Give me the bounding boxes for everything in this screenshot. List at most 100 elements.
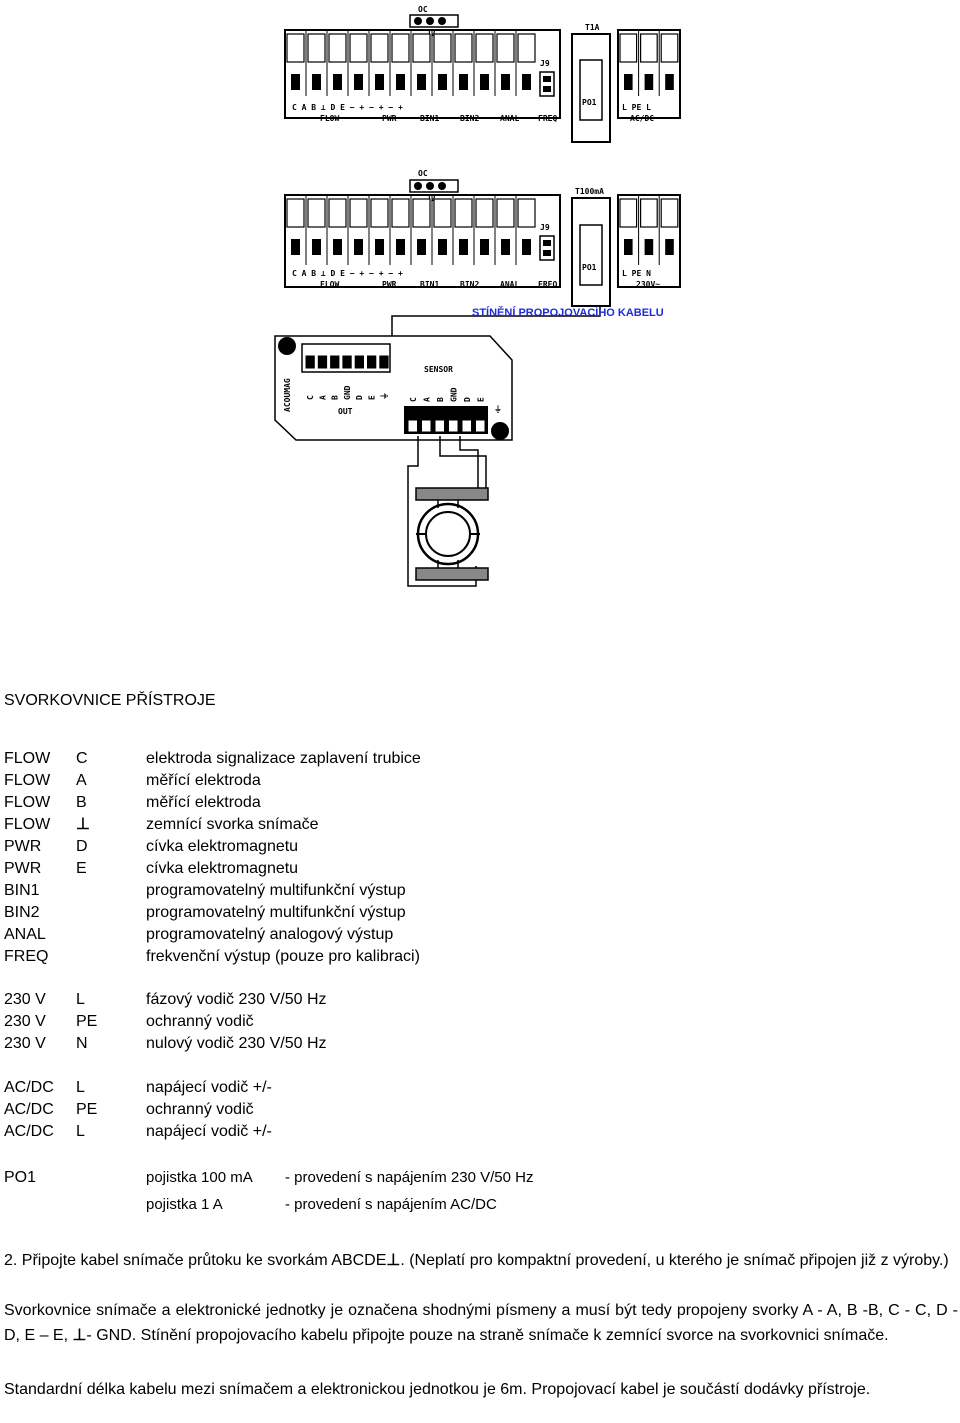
terminal-description: frekvenční výstup (pouze pro kalibraci): [146, 948, 420, 965]
page-title: SVORKOVNICE PŘÍSTROJE: [4, 692, 216, 709]
paragraph-cable: Standardní délka kabelu mezi snímačem a …: [4, 1381, 871, 1398]
terminal-screw: [328, 33, 347, 63]
terminal-screw: [496, 33, 515, 63]
terminal-group: 230 V: [4, 991, 46, 1008]
paragraph-connect: 2. Připojte kabel snímače průtoku ke svo…: [4, 1248, 958, 1273]
terminal-slot: [417, 74, 426, 90]
terminal-screw: [660, 198, 679, 228]
wiring-diagram: OC J2 C A B ⊥ D E − + − + − + FLOW PWR B…: [274, 5, 681, 587]
board1-group-freq: FREQ: [538, 114, 557, 123]
jumper-oc-label-2: OC: [418, 169, 428, 178]
board1-power-group: AC/DC: [630, 114, 654, 123]
terminal-slot: [644, 74, 654, 90]
terminal-id: L: [76, 1123, 85, 1140]
terminal-screw: [328, 198, 347, 228]
terminal-slot: [375, 74, 384, 90]
terminal-slot: [396, 74, 405, 90]
terminal-slot: [396, 239, 405, 255]
terminal-slot: [644, 239, 654, 255]
sensor-terminal-letter: D: [463, 397, 472, 402]
terminal-description: fázový vodič 230 V/50 Hz: [146, 991, 327, 1008]
terminal-screw: [433, 198, 452, 228]
sensor-terminal: [379, 355, 389, 369]
terminal-group: FLOW: [4, 816, 51, 833]
fuse-1a: pojistka 1 A: [146, 1196, 223, 1213]
terminal-screw: [307, 198, 326, 228]
terminal-group: AC/DC: [4, 1079, 54, 1096]
p2-text-b: - GND. Stínění propojovacího kabelu přip…: [86, 1327, 889, 1344]
terminal-board-1: OC J2 C A B ⊥ D E − + − + − + FLOW PWR B…: [284, 5, 681, 143]
terminal-slot: [438, 239, 447, 255]
terminal-id: E: [76, 860, 87, 877]
jumper-j2-label: J2: [426, 29, 436, 38]
board1-group-bin2: BIN2: [460, 114, 479, 123]
terminal-slot: [501, 239, 510, 255]
sensor-terminal-letter: E: [477, 397, 486, 402]
terminal-slot: [354, 74, 363, 90]
terminal-screw: [454, 198, 473, 228]
terminal-id: PE: [76, 1101, 98, 1118]
terminal-group: 230 V: [4, 1013, 46, 1030]
terminal-screw: [433, 33, 452, 63]
terminal-screw: [639, 198, 658, 228]
terminal-group: PWR: [4, 838, 42, 855]
terminal-slot: [333, 239, 342, 255]
terminal-description: měřící elektroda: [146, 794, 261, 811]
terminal-group: FLOW: [4, 794, 51, 811]
jumper-j2-label-2: J2: [426, 194, 436, 203]
sensor-terminal-letter: A: [318, 395, 327, 400]
terminal-group: FREQ: [4, 948, 49, 965]
terminal-description: napájecí vodič +/-: [146, 1079, 272, 1096]
shield-wire: [391, 306, 601, 336]
sensor-label: SENSOR: [424, 365, 453, 374]
terminal-screw: [412, 198, 431, 228]
sensor-terminal: [367, 355, 377, 369]
sensor-ground: ⏚: [494, 405, 502, 414]
terminal-board-2: OC J2 C A B ⊥ D E − + − + − + FLOW PWR B…: [284, 169, 681, 307]
sensor-coil: [407, 436, 489, 587]
board1-po1-label: PO1: [582, 98, 597, 107]
p1-text-b: . (Neplatí pro kompaktní provedení, u kt…: [400, 1252, 949, 1269]
terminal-slot: [624, 239, 633, 255]
sensor-terminal: [475, 419, 486, 433]
sensor-terminal-letter: GND: [450, 387, 459, 402]
terminal-slot: [501, 74, 510, 90]
sensor-terminal-letter: GND: [343, 385, 352, 400]
terminal-id: A: [76, 772, 87, 789]
fuse-100ma-note: - provedení s napájením 230 V/50 Hz: [285, 1169, 534, 1186]
sensor-terminal: [305, 355, 315, 369]
terminal-screw: [286, 33, 305, 63]
terminal-id: D: [76, 838, 88, 855]
board1-power-letters: L PE L: [622, 103, 651, 112]
board2-j9-label: J9: [540, 223, 550, 232]
sensor-brand: ACOUMAG: [283, 378, 292, 412]
board1-terminal-letters: C A B ⊥ D E − + − + − +: [292, 103, 403, 112]
terminal-description: ochranný vodič: [146, 1013, 254, 1030]
terminal-description: elektroda signalizace zaplavení trubice: [146, 750, 421, 767]
terminal-description: nulový vodič 230 V/50 Hz: [146, 1035, 327, 1052]
board2-power-letters: L PE N: [622, 269, 651, 278]
terminal-description: cívka elektromagnetu: [146, 838, 299, 855]
sensor-terminal: [448, 419, 459, 433]
board2-group-bin1: BIN1: [420, 280, 439, 289]
ground-icon: ⊥: [386, 1252, 401, 1269]
terminal-screw: [517, 198, 536, 228]
terminal-slot: [312, 74, 321, 90]
terminal-description: cívka elektromagnetu: [146, 860, 299, 877]
board1-fuse-label: T1A: [585, 23, 600, 32]
terminal-description: programovatelný multifunkční výstup: [146, 882, 406, 899]
terminal-slot: [375, 239, 384, 255]
board2-fuse-label: T100mA: [575, 187, 604, 196]
sensor-terminal: [330, 355, 340, 369]
sensor-terminal: [342, 355, 352, 369]
terminal-description: napájecí vodič +/-: [146, 1123, 272, 1140]
terminal-group: PWR: [4, 860, 42, 877]
terminal-description: programovatelný multifunkční výstup: [146, 904, 406, 921]
terminal-screw: [475, 198, 494, 228]
terminal-group: BIN2: [4, 904, 40, 921]
terminal-group: FLOW: [4, 750, 51, 767]
terminal-screw: [454, 33, 473, 63]
board1-group-bin1: BIN1: [420, 114, 439, 123]
jumper-oc-label: OC: [418, 5, 428, 14]
